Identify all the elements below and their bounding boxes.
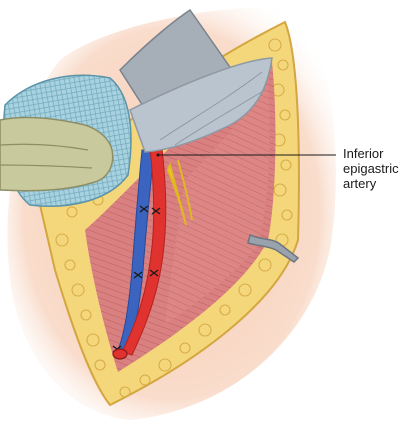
fat-lobules <box>55 38 293 398</box>
vessel-stump <box>112 348 128 360</box>
retractor-hook <box>247 233 300 263</box>
retractor-folds <box>159 71 266 146</box>
finger-creases <box>0 143 93 169</box>
callout-label: Inferior epigastric artery <box>343 146 401 191</box>
retractor-sheet <box>129 57 273 153</box>
nerve <box>166 159 193 226</box>
ligature-ties <box>112 205 161 353</box>
gloved-hand <box>0 116 114 192</box>
callout-line-1: Inferior <box>343 146 384 161</box>
muscle-bundle-right <box>165 85 270 325</box>
callout-line-2: epigastric <box>343 161 399 176</box>
callout-line-3: artery <box>343 176 377 191</box>
inferior-epigastric-artery <box>121 147 167 356</box>
callout-pointer-dot <box>156 153 160 157</box>
